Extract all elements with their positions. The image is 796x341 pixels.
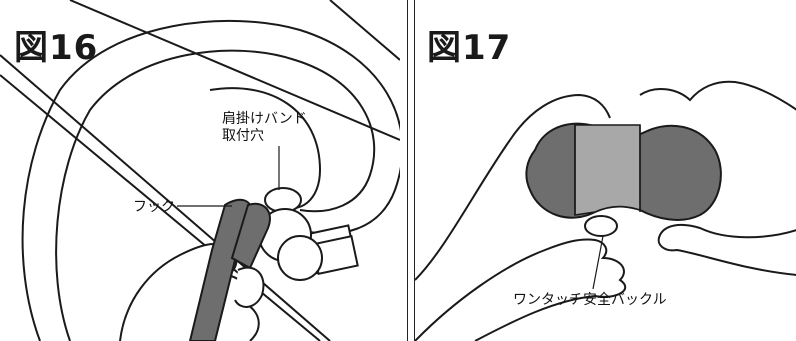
figure-17-title: 図17 [427,28,512,68]
figure-16-panel: 図16 肩掛けバンド 取付穴 フック [0,0,400,341]
hook-label: フック [133,199,175,215]
figure-17-illustration [415,80,796,341]
buckle-label: ワンタッチ安全バックル [513,292,667,308]
band-hole-label: 肩掛けバンド 取付穴 [222,111,307,144]
figure-divider [407,0,408,341]
figure-16-illustration [0,0,400,341]
figure-16-title: 図16 [14,28,99,68]
figure-17-panel: 図17 ワンタッチ安全バックル [414,0,796,341]
